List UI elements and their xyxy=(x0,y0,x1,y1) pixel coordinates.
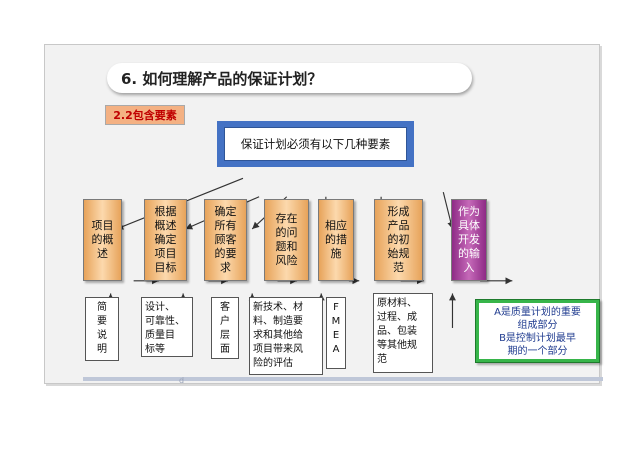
step-measures: 相应 的措 施 xyxy=(318,199,354,281)
slide: 6. 如何理解产品的保证计划？ 2.2包含要素 保证计划必须有以下几种要素 xyxy=(44,44,603,385)
header-box: 保证计划必须有以下几种要素 xyxy=(217,121,414,167)
summary-box: A是质量计划的重要 组成部分 B是控制计划最早 期的一个部分 xyxy=(475,299,600,363)
footer-line xyxy=(83,377,603,381)
step-initial-specification: 形成 产品 的初 始规 范 xyxy=(374,199,423,281)
note-customer-level: 客 户 层 面 xyxy=(211,297,239,359)
summary-text: A是质量计划的重要 组成部分 B是控制计划最早 期的一个部分 xyxy=(479,303,596,359)
slide-title: 6. 如何理解产品的保证计划？ xyxy=(121,69,323,88)
note-specifications: 原材料、 过程、成 品、包装 等其他规 范 xyxy=(373,293,433,373)
note-risk-assessment: 新技术、材 料、制造要 求和其他给 项目带来风 险的评估 xyxy=(249,297,323,375)
section-tag: 2.2包含要素 xyxy=(105,105,185,125)
note-brief-description: 简 要 说 明 xyxy=(85,297,119,361)
title-bar: 6. 如何理解产品的保证计划？ xyxy=(107,63,472,93)
note-design-reliability: 设计、 可靠性、 质量目 标等 xyxy=(141,297,193,357)
footer-mark: d xyxy=(179,376,185,385)
step-project-goals: 根据 概述 确定 项目 目标 xyxy=(144,199,187,281)
header-text: 保证计划必须有以下几种要素 xyxy=(224,127,407,161)
step-project-overview: 项目 的概 述 xyxy=(83,199,122,281)
note-fmea: F M E A xyxy=(326,297,346,369)
step-customer-requirements: 确定 所有 顾客 的要 求 xyxy=(204,199,247,281)
step-problems-risks: 存在 的问 题和 风险 xyxy=(264,199,309,281)
arrow-header-step6 xyxy=(442,192,455,230)
step-development-input: 作为 具体 开发 的输 入 xyxy=(451,199,487,281)
